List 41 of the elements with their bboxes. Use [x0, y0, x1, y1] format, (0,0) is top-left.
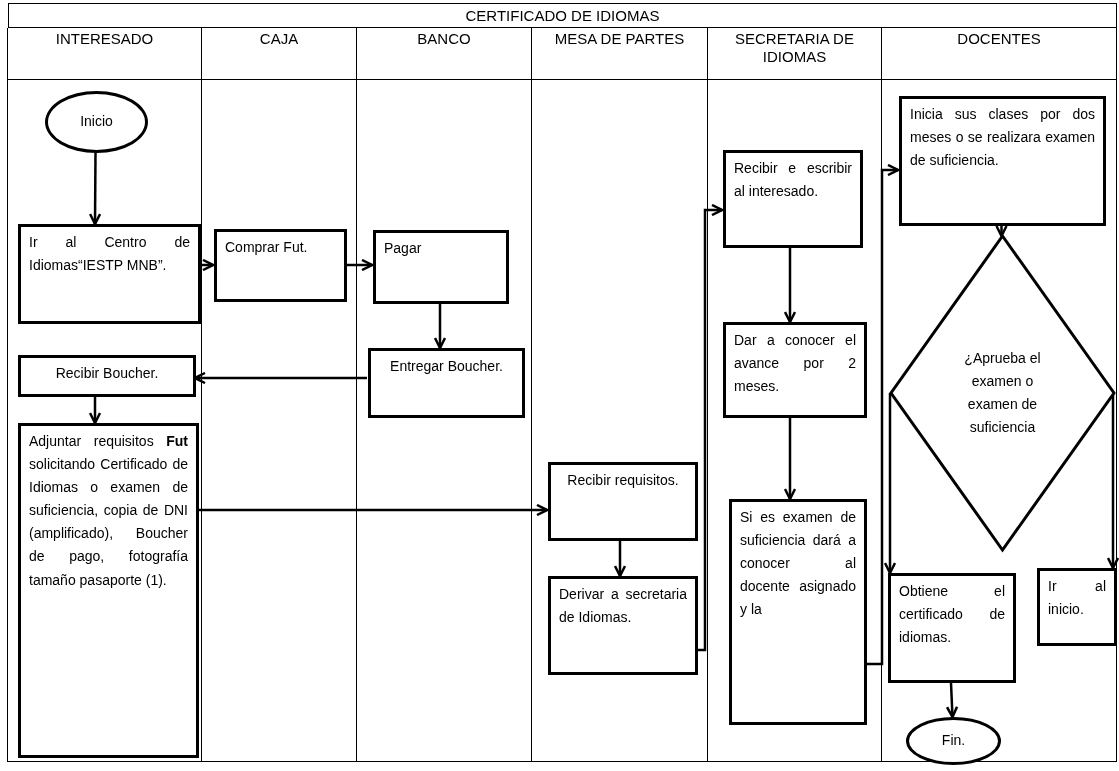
lane-header: CAJA [259, 29, 299, 49]
arrow [346, 258, 374, 272]
arrow [200, 258, 215, 272]
lane-header: DOCENTES [957, 29, 1041, 49]
arrow [697, 203, 724, 652]
arrow [945, 682, 959, 719]
process-box: Pagar [373, 230, 509, 304]
terminal-ellipse: Inicio [45, 91, 148, 153]
decision-diamond [891, 236, 1114, 550]
process-box: Entregar Boucher. [368, 348, 525, 418]
lane-header: BANCO [417, 29, 471, 49]
lane-header: SECRETARIA DE IDIOMAS [734, 29, 855, 67]
process-box: Recibir Boucher. [18, 355, 196, 397]
process-box: Obtiene el certificado de idiomas. [888, 573, 1016, 683]
lane-header: MESA DE PARTES [554, 29, 685, 49]
process-box: Adjuntar requisitos Fut solicitando Certificado de Idiomas o examen de suficiencia, copia de DNI (amplificado), Boucher de pago, fotografía tamaño pasaporte (1). [18, 423, 199, 758]
swimlane [881, 28, 1117, 762]
process-box: Dar a conocer el avance por 2 meses. [723, 322, 867, 418]
process-box: Ir al inicio. [1037, 568, 1117, 646]
arrow [198, 503, 549, 517]
process-box: Derivar a secretaria de Idiomas. [548, 576, 698, 675]
terminal-ellipse: Fin. [906, 717, 1001, 765]
arrow [883, 391, 897, 575]
arrow [995, 224, 1008, 238]
swimlane [7, 28, 202, 762]
arrow [866, 163, 900, 666]
diagram-title: CERTIFICADO DE IDIOMAS [8, 3, 1117, 28]
arrow [613, 541, 627, 578]
process-box: Comprar Fut. [214, 229, 347, 302]
lane-header: INTERESADO [55, 29, 154, 49]
arrow [433, 304, 447, 350]
process-box: Recibir e escribir al interesado. [723, 150, 863, 248]
process-box: Recibir requisitos. [548, 462, 698, 541]
arrow [88, 153, 102, 226]
decision-text: ¿Aprueba el examen o examen de suficiencia [963, 348, 1042, 438]
process-box: Ir al Centro de Idiomas“IESTP MNB”. [18, 224, 201, 324]
arrow [783, 418, 797, 501]
arrow [783, 248, 797, 324]
process-box: Inicia sus clases por dos meses o se realizara examen de suficiencia. [899, 96, 1106, 226]
arrow [88, 397, 102, 425]
process-box: Si es examen de suficiencia dará a conocer al docente asignado y la [729, 499, 867, 725]
